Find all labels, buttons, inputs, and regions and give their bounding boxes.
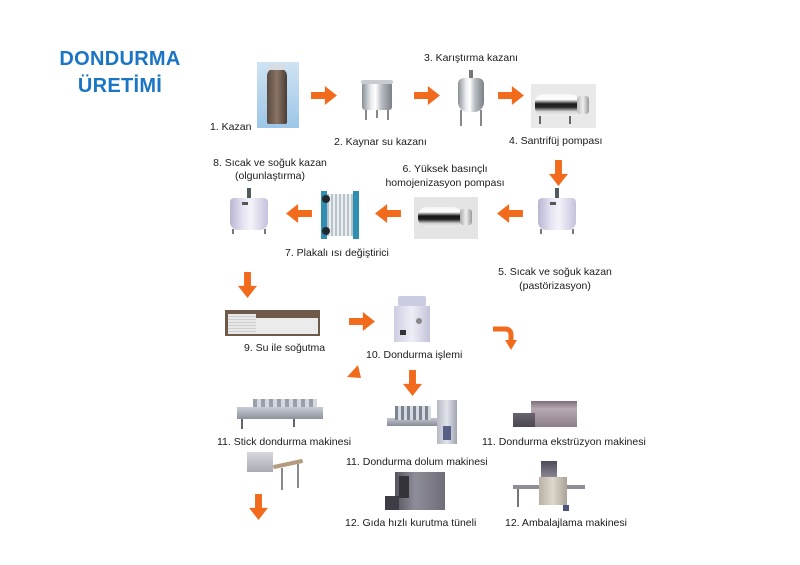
arrow-left-icon — [375, 204, 401, 223]
step-1-label: 1. Kazan — [210, 121, 252, 133]
extrusion-machine-image — [513, 401, 577, 429]
step-7-label: 7. Plakalı ısı değiştirici — [285, 247, 389, 259]
stick-machine-image — [237, 395, 327, 431]
step-8-label-line2: (olgunlaştırma) — [234, 170, 306, 182]
curved-arrow-down-right-icon — [493, 326, 517, 350]
freezer-machine-image — [394, 296, 432, 344]
arrow-right-icon — [349, 312, 375, 331]
drying-tunnel-image — [385, 472, 447, 512]
arrow-right-icon — [414, 86, 440, 105]
step-4-label: 4. Santrifüj pompası — [509, 135, 603, 147]
arrow-down-left-icon — [347, 365, 361, 378]
step-5-label-line1: 5. Sıcak ve soğuk kazan — [498, 266, 612, 278]
filling-machine-image — [387, 398, 463, 446]
hot-water-tank-image — [361, 78, 393, 120]
arrow-down-icon — [403, 370, 422, 396]
arrow-down-icon — [549, 160, 568, 186]
step-2-label: 2. Kaynar su kazanı — [334, 136, 427, 148]
arrow-right-icon — [498, 86, 524, 105]
step-6-label-line1: 6. Yüksek basınçlı — [402, 163, 488, 175]
step-10-label: 10. Dondurma işlemi — [366, 349, 463, 361]
plate-heat-exchanger-image — [321, 191, 359, 239]
arrow-down-icon — [249, 494, 268, 520]
step-3-label: 3. Karıştırma kazanı — [424, 52, 518, 64]
step-5-label-line2: (pastörizasyon) — [519, 280, 591, 292]
step-12-drying-label: 12. Gıda hızlı kurutma tüneli — [345, 517, 477, 529]
mixing-tank-image — [456, 70, 486, 128]
arrow-left-icon — [286, 204, 312, 223]
page-title-line2: ÜRETİMİ — [77, 75, 163, 97]
packaging-machine-image — [513, 461, 585, 511]
water-cooling-unit-image — [225, 310, 320, 336]
arrow-down-icon — [238, 272, 257, 298]
stick-machine-conveyor-image — [245, 448, 305, 490]
step-11-extrusion-label: 11. Dondurma ekstrüzyon makinesi — [482, 436, 646, 448]
arrow-left-icon — [497, 204, 523, 223]
step-8-label-line1: 8. Sıcak ve soğuk kazan — [213, 157, 327, 169]
step-9-label: 9. Su ile soğutma — [244, 342, 326, 354]
aging-tank-image — [230, 188, 268, 234]
homogenizer-pump-image — [414, 197, 478, 239]
boiler-tank-image — [257, 62, 299, 128]
centrifugal-pump-image — [531, 84, 596, 128]
step-11-stick-label: 11. Stick dondurma makinesi — [217, 436, 352, 448]
step-11-filling-label: 11. Dondurma dolum makinesi — [346, 456, 488, 468]
page-title-line1: DONDURMA — [59, 48, 181, 70]
pasteurization-tank-image — [538, 188, 576, 234]
step-6-label-line2: homojenizasyon pompası — [385, 177, 505, 189]
arrow-right-icon — [311, 86, 337, 105]
step-12-packaging-label: 12. Ambalajlama makinesi — [505, 517, 627, 529]
